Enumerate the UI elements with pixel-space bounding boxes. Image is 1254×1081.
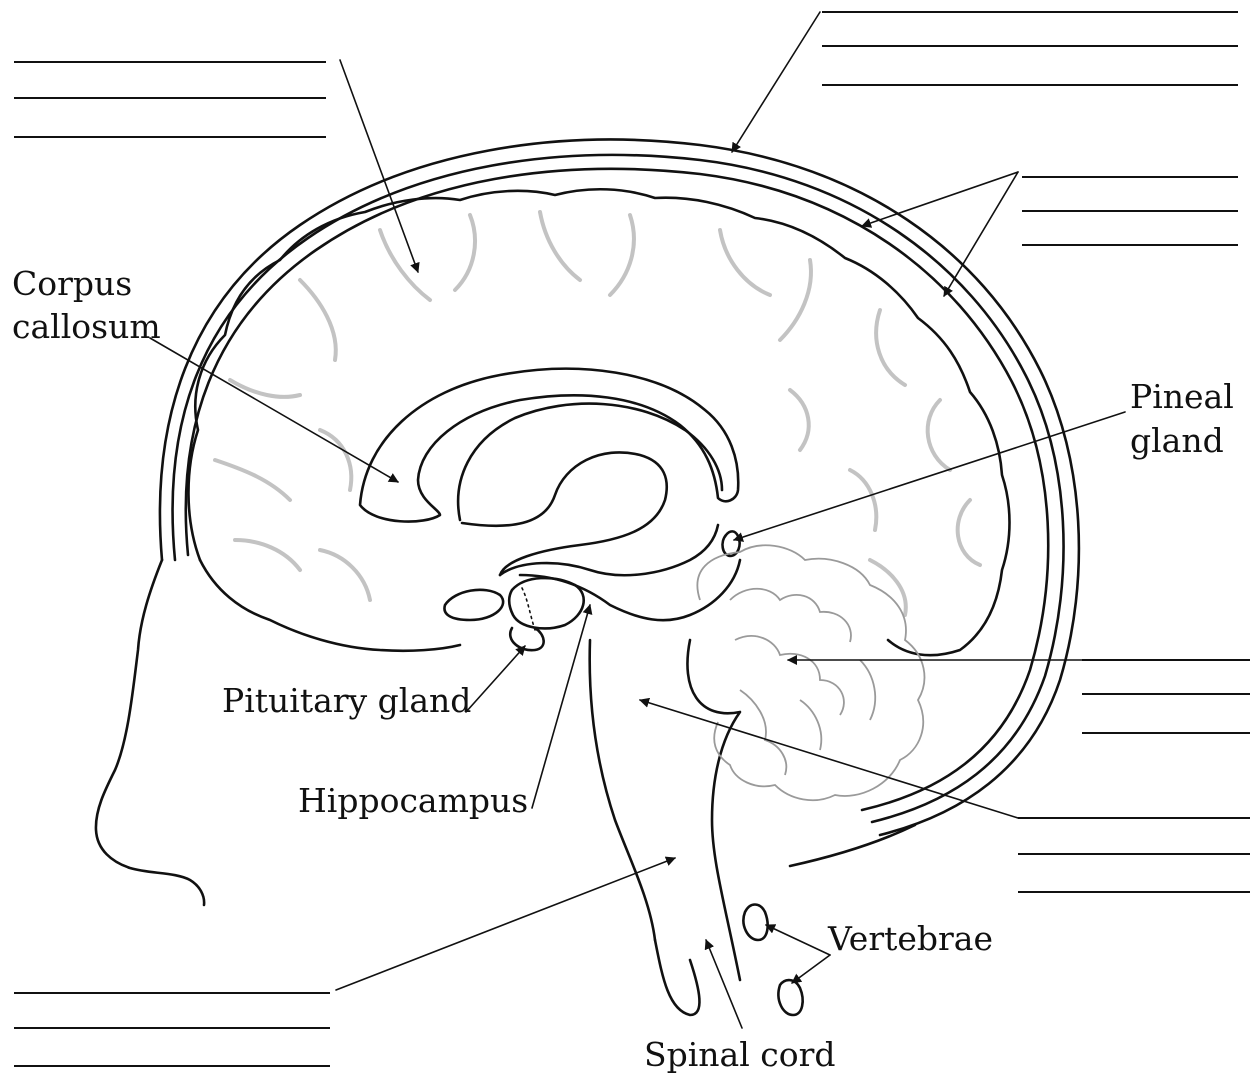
face-profile — [96, 560, 204, 905]
ventricle-outline — [462, 452, 667, 575]
blank-lines-brainstem — [1018, 818, 1250, 892]
sulci-folds — [215, 212, 980, 615]
label-spinal-cord: Spinal cord — [644, 1035, 836, 1074]
blank-lines-spinal-cord — [14, 993, 330, 1066]
cerebrum-underside — [200, 560, 460, 651]
blank-lines-skull — [822, 12, 1238, 85]
midbrain-outline — [520, 560, 740, 620]
optic-chiasm — [444, 590, 503, 620]
pituitary-shape — [510, 628, 543, 650]
label-pineal-gland-1: Pineal — [1130, 377, 1234, 416]
fornix-outline — [458, 404, 722, 520]
blank-lines-cerebellum — [1082, 660, 1250, 733]
cerebrum-outline — [188, 189, 1009, 655]
blank-lines-cerebrum — [14, 62, 326, 137]
blank-lines-meninges — [1022, 177, 1238, 245]
brainstem-outline — [590, 640, 655, 940]
skull-inner-line — [173, 155, 1064, 822]
label-vertebrae: Vertebrae — [827, 919, 993, 958]
label-corpus-callosum-1: Corpus — [12, 264, 132, 303]
label-pituitary-gland: Pituitary gland — [222, 681, 471, 720]
label-pineal-gland-2: gland — [1130, 421, 1224, 460]
spinal-cord-shape — [655, 940, 699, 1015]
brainstem-outline-back — [687, 640, 740, 980]
thalamus-outline — [500, 525, 718, 575]
label-hippocampus: Hippocampus — [298, 781, 528, 820]
vertebra-1 — [743, 905, 767, 941]
label-corpus-callosum-2: callosum — [12, 307, 161, 346]
corpus-callosum-shape — [360, 369, 738, 522]
vertebra-2 — [778, 980, 802, 1015]
